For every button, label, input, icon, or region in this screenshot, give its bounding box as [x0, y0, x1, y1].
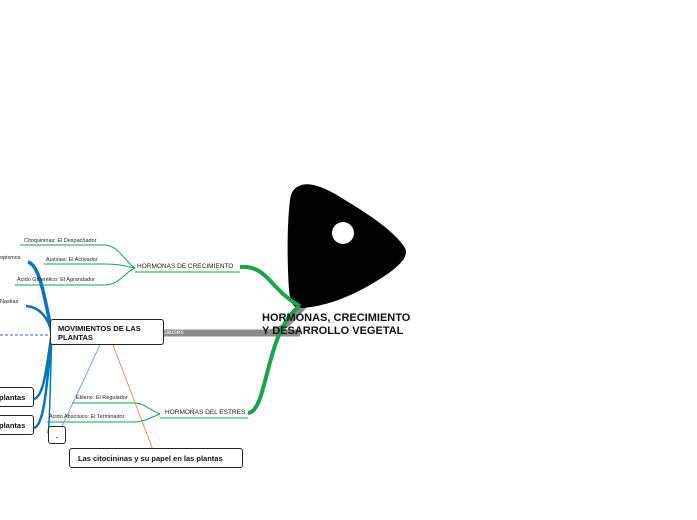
topic-etileno[interactable]: Etileno: El Regulador: [76, 395, 128, 401]
relation-line-orange: [112, 344, 154, 451]
topic-citoquininas[interactable]: Citoquininas: El Despachador: [24, 238, 97, 244]
topic-giberelico[interactable]: Ácido Giberélico: El Agrandador: [17, 277, 95, 283]
causes-label: causes: [163, 329, 184, 336]
movimientos-line-1: MOVIMIENTOS DE LAS: [58, 324, 141, 333]
link-abscisico: [47, 413, 161, 423]
topic-citocininas[interactable]: Las citocininas y su papel en las planta…: [69, 448, 243, 468]
movimientos-line-2: PLANTAS: [58, 333, 93, 342]
link-auxinas: [44, 263, 136, 269]
topic-hormonas-crecimiento[interactable]: HORMONAS DE CRECIMIENTO: [137, 263, 234, 270]
topic-nastias[interactable]: Nastias: [0, 299, 19, 305]
branch-hormonas-estres: [247, 304, 302, 415]
central-topic-dot-icon: [332, 222, 354, 244]
link-citoquininas: [20, 244, 136, 269]
branch-hormonas-crecimiento: [239, 264, 301, 308]
topic-plantas-2[interactable]: plantas: [0, 415, 34, 435]
central-topic-title[interactable]: HORMONAS, CRECIMIENTO Y DESARROLLO VEGET…: [262, 312, 410, 338]
topic-auxinas[interactable]: Auxinas: El Activador: [46, 257, 98, 263]
branch-blue-opismos: [27, 260, 54, 334]
topic-plantas-1[interactable]: plantas: [0, 387, 34, 407]
topic-small-box[interactable]: .: [48, 426, 66, 444]
branch-blue-plantas-2: [33, 332, 54, 430]
topic-opismos[interactable]: opismos: [0, 255, 21, 261]
relation-line-blue: [56, 344, 101, 438]
topic-movimientos-plantas[interactable]: MOVIMIENTOS DE LAS PLANTAS: [50, 319, 164, 345]
central-topic-shape[interactable]: [287, 184, 406, 308]
topic-abscisico[interactable]: Ácido Abscísico: El Terminador: [49, 414, 125, 420]
link-giberelico: [15, 267, 136, 286]
central-title-line-2: Y DESARROLLO VEGETAL: [262, 325, 404, 337]
link-etileno: [72, 402, 161, 415]
central-title-line-1: HORMONAS, CRECIMIENTO: [262, 312, 411, 324]
causes-connector-tail: [261, 302, 308, 336]
topic-hormonas-estres[interactable]: HORMONAS DEL ESTRES: [165, 409, 246, 416]
